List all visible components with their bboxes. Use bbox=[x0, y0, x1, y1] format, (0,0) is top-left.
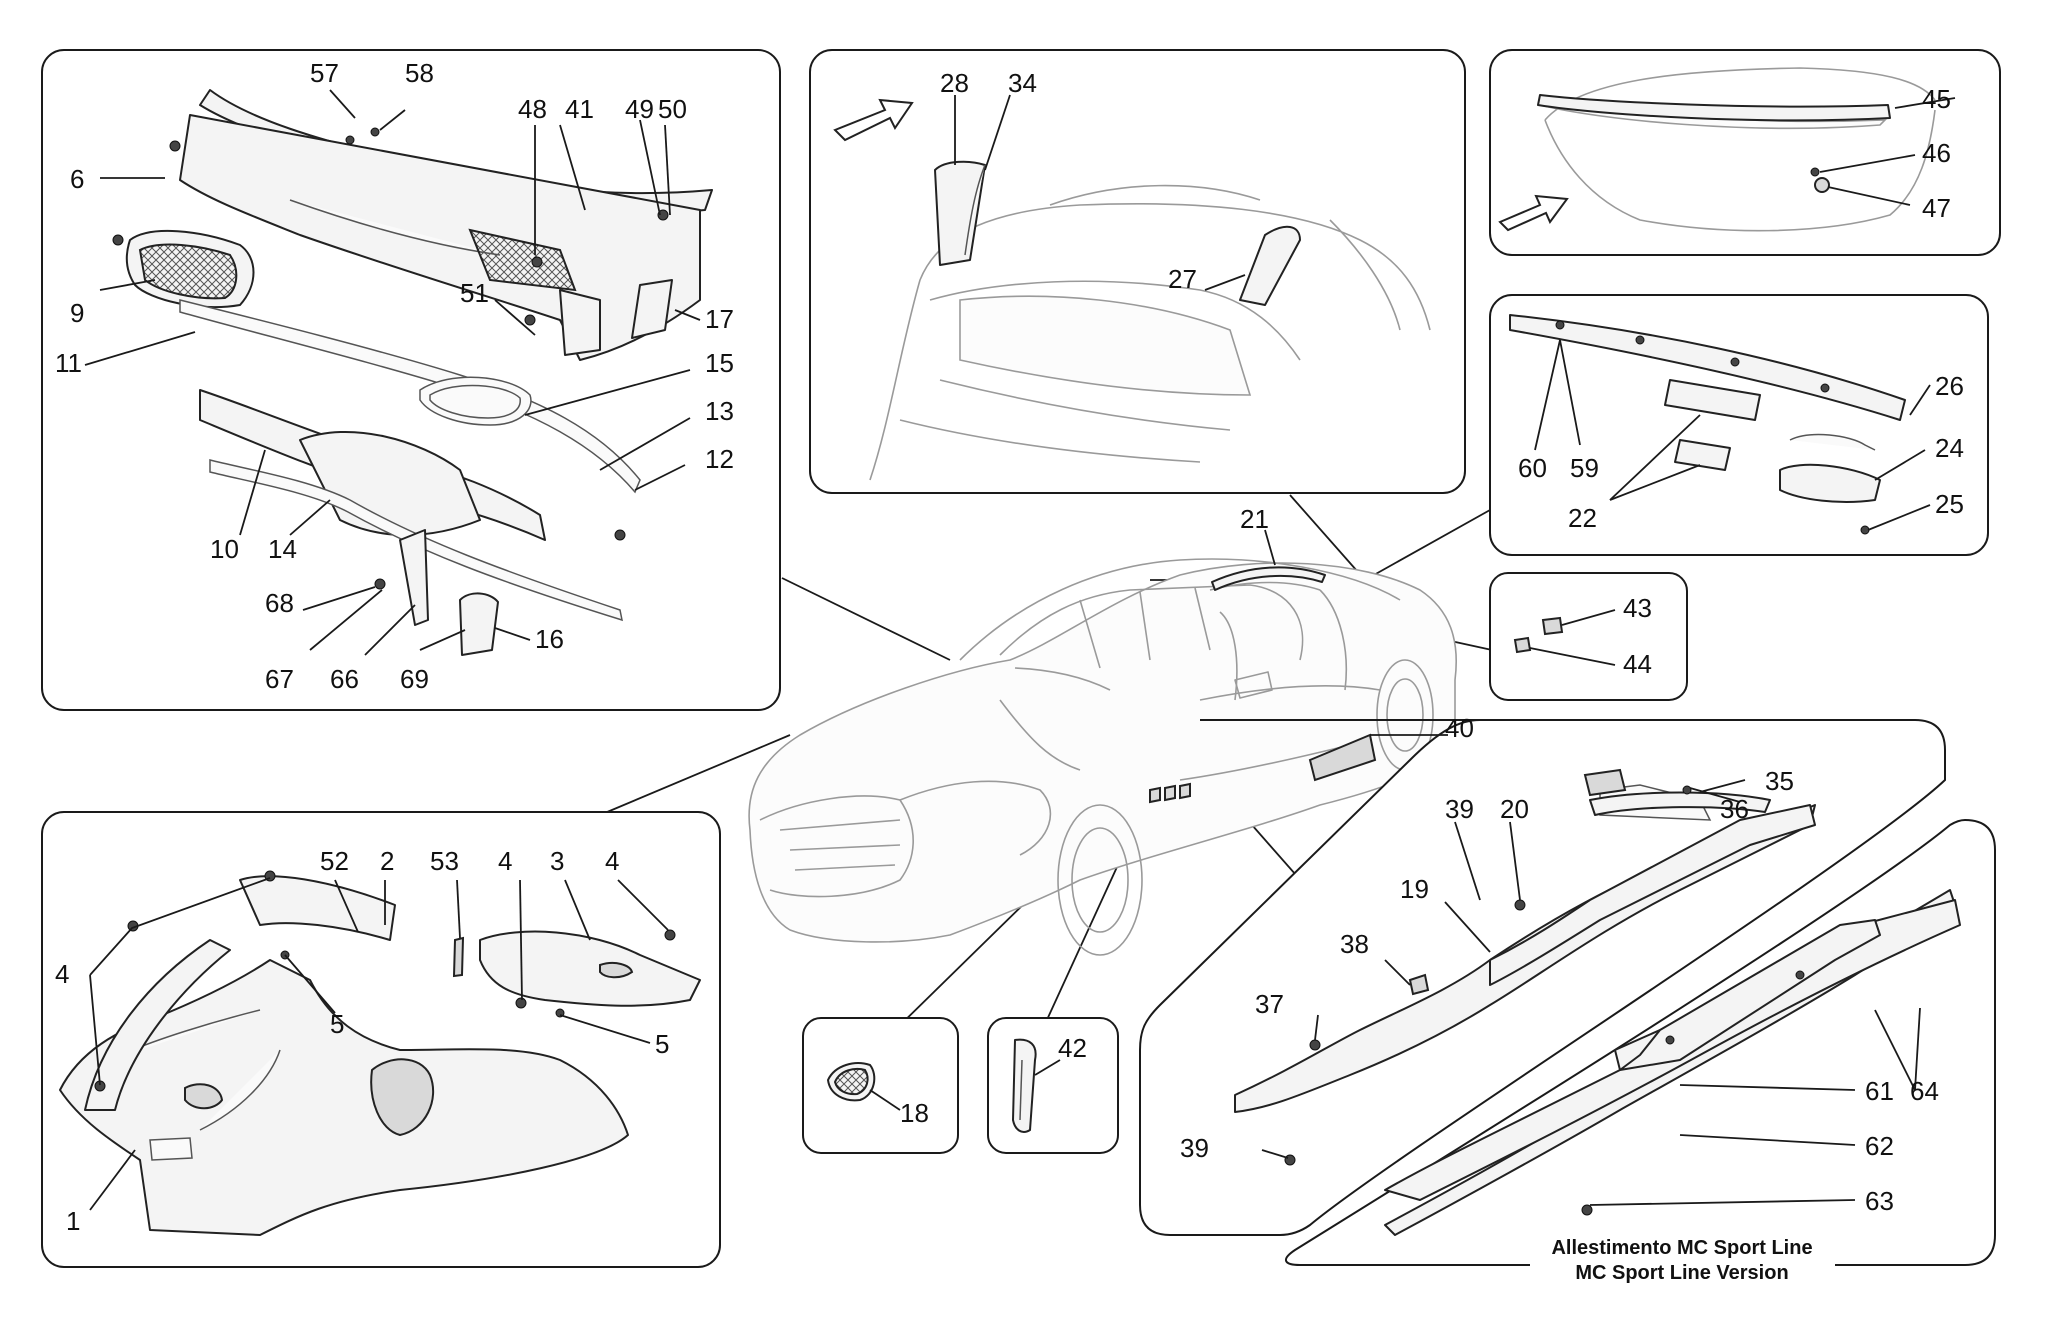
label-group-21: 21 bbox=[1240, 504, 1276, 566]
label-36: 36 bbox=[1720, 794, 1749, 824]
label-48: 48 bbox=[518, 94, 547, 124]
label-15: 15 bbox=[705, 348, 734, 378]
label-16: 16 bbox=[535, 624, 564, 654]
label-38: 38 bbox=[1340, 929, 1369, 959]
label-1: 1 bbox=[66, 1206, 80, 1236]
caption-en: MC Sport Line Version bbox=[1575, 1262, 1788, 1284]
label-25: 25 bbox=[1935, 489, 1964, 519]
panel-clips: 43 44 bbox=[1489, 572, 1688, 701]
label-41: 41 bbox=[565, 94, 594, 124]
label-45: 45 bbox=[1922, 84, 1951, 114]
car-illustration bbox=[748, 558, 1458, 956]
panel-rear-trim: 60 59 22 26 24 25 bbox=[1489, 294, 1989, 556]
label-18: 18 bbox=[900, 1098, 929, 1128]
panel-side-skirt: 39 20 19 38 37 39 35 36 40 bbox=[1139, 713, 1946, 1236]
label-6: 6 bbox=[70, 164, 84, 194]
label-39-top: 39 bbox=[1445, 794, 1474, 824]
label-3: 3 bbox=[550, 846, 564, 876]
label-35: 35 bbox=[1765, 766, 1794, 796]
label-12: 12 bbox=[705, 444, 734, 474]
label-69: 69 bbox=[400, 664, 429, 694]
label-63: 63 bbox=[1865, 1186, 1894, 1216]
label-64: 64 bbox=[1910, 1076, 1939, 1106]
label-26: 26 bbox=[1935, 371, 1964, 401]
label-49: 49 bbox=[625, 94, 654, 124]
label-61: 61 bbox=[1865, 1076, 1894, 1106]
label-47: 47 bbox=[1922, 193, 1951, 223]
label-58: 58 bbox=[405, 58, 434, 88]
label-2: 2 bbox=[380, 846, 394, 876]
label-27: 27 bbox=[1168, 264, 1197, 294]
label-13: 13 bbox=[705, 396, 734, 426]
panel-cowl: 57 58 6 9 11 10 14 48 41 49 50 17 15 13 … bbox=[41, 49, 781, 711]
label-62: 62 bbox=[1865, 1131, 1894, 1161]
label-43: 43 bbox=[1623, 593, 1652, 623]
label-52: 52 bbox=[320, 846, 349, 876]
label-22: 22 bbox=[1568, 503, 1597, 533]
label-21: 21 bbox=[1240, 504, 1269, 534]
label-39-bottom: 39 bbox=[1180, 1133, 1209, 1163]
panel-mc-sport: 61 62 63 64 Allestimento MC Sport Line M… bbox=[1285, 818, 1996, 1287]
label-19: 19 bbox=[1400, 874, 1429, 904]
label-4-right: 4 bbox=[605, 846, 619, 876]
label-51: 51 bbox=[460, 278, 489, 308]
label-50: 50 bbox=[658, 94, 687, 124]
label-9: 9 bbox=[70, 298, 84, 328]
label-46: 46 bbox=[1922, 138, 1951, 168]
label-59: 59 bbox=[1570, 453, 1599, 483]
label-4-left: 4 bbox=[55, 959, 69, 989]
label-67: 67 bbox=[265, 664, 294, 694]
label-40: 40 bbox=[1445, 713, 1474, 743]
panel-badge-18: 18 bbox=[802, 1017, 959, 1154]
label-68: 68 bbox=[265, 588, 294, 618]
label-10: 10 bbox=[210, 534, 239, 564]
label-37: 37 bbox=[1255, 989, 1284, 1019]
label-14: 14 bbox=[268, 534, 297, 564]
label-11: 11 bbox=[55, 348, 82, 378]
label-5-right: 5 bbox=[655, 1029, 669, 1059]
panel-trim-42: 42 bbox=[987, 1017, 1119, 1154]
label-57: 57 bbox=[310, 58, 339, 88]
panel-underbody: 4 52 2 53 4 3 4 5 5 1 bbox=[41, 811, 721, 1268]
label-60: 60 bbox=[1518, 453, 1547, 483]
label-5-left: 5 bbox=[330, 1009, 344, 1039]
label-20: 20 bbox=[1500, 794, 1529, 824]
panel-spoiler: 45 46 47 bbox=[1489, 49, 2001, 256]
label-34: 34 bbox=[1008, 68, 1037, 98]
label-4-mid: 4 bbox=[498, 846, 512, 876]
label-17: 17 bbox=[705, 304, 734, 334]
label-28: 28 bbox=[940, 68, 969, 98]
label-24: 24 bbox=[1935, 433, 1964, 463]
panel-trunk: 28 34 27 bbox=[809, 49, 1466, 494]
label-42: 42 bbox=[1058, 1033, 1087, 1063]
label-66: 66 bbox=[330, 664, 359, 694]
label-44: 44 bbox=[1623, 649, 1652, 679]
label-53: 53 bbox=[430, 846, 459, 876]
caption-it: Allestimento MC Sport Line bbox=[1551, 1237, 1812, 1259]
